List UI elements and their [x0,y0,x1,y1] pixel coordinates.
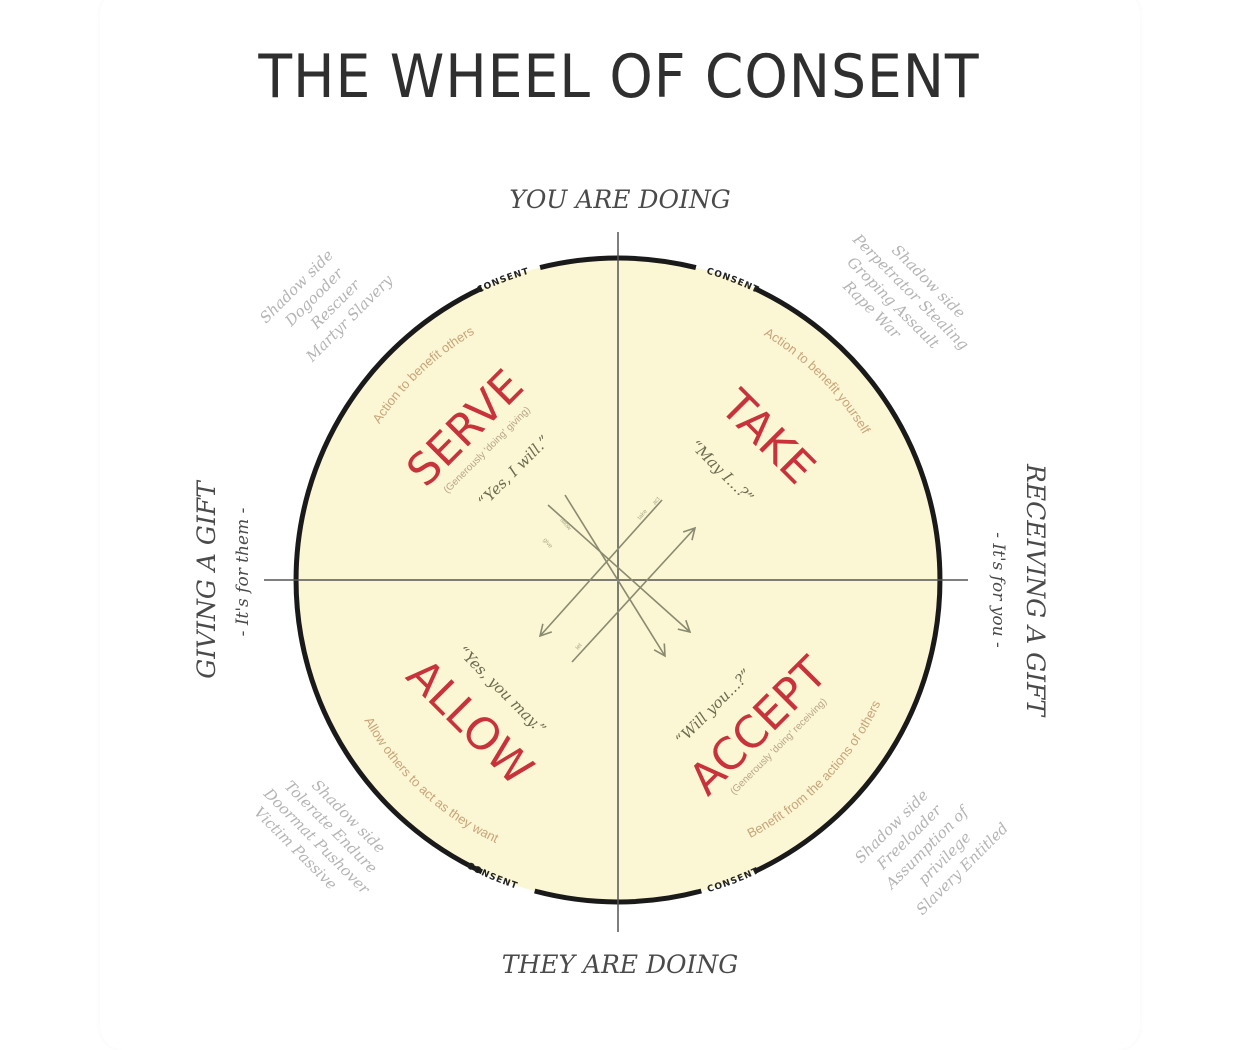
arrow-label: act [652,496,662,506]
arrow-up-right [571,526,697,663]
arrow-down-left [538,499,663,638]
axis-label-bottom: THEY ARE DOING [502,950,739,979]
axis-sublabel-right: - It's for you - [988,532,1008,648]
axis-sublabel-left: - It's for them - [233,507,253,636]
axis-label-right: RECEIVING A GIFT [1021,463,1050,718]
arrow-down-right-2 [564,494,666,658]
axis-label-left: GIVING A GIFT [192,479,221,679]
axis-label-top: YOU ARE DOING [509,185,730,214]
center-arrows [538,494,697,663]
shadow-accept: Shadow side Freeloader Assumption of pri… [851,786,1012,919]
arrow-label: let [575,642,584,651]
arrow-down-right-1 [547,504,692,634]
page-title: THE WHEEL OF CONSENT [258,42,980,112]
shadow-serve: Shadow side Dogooder Rescuer Martyr Slav… [256,246,397,366]
